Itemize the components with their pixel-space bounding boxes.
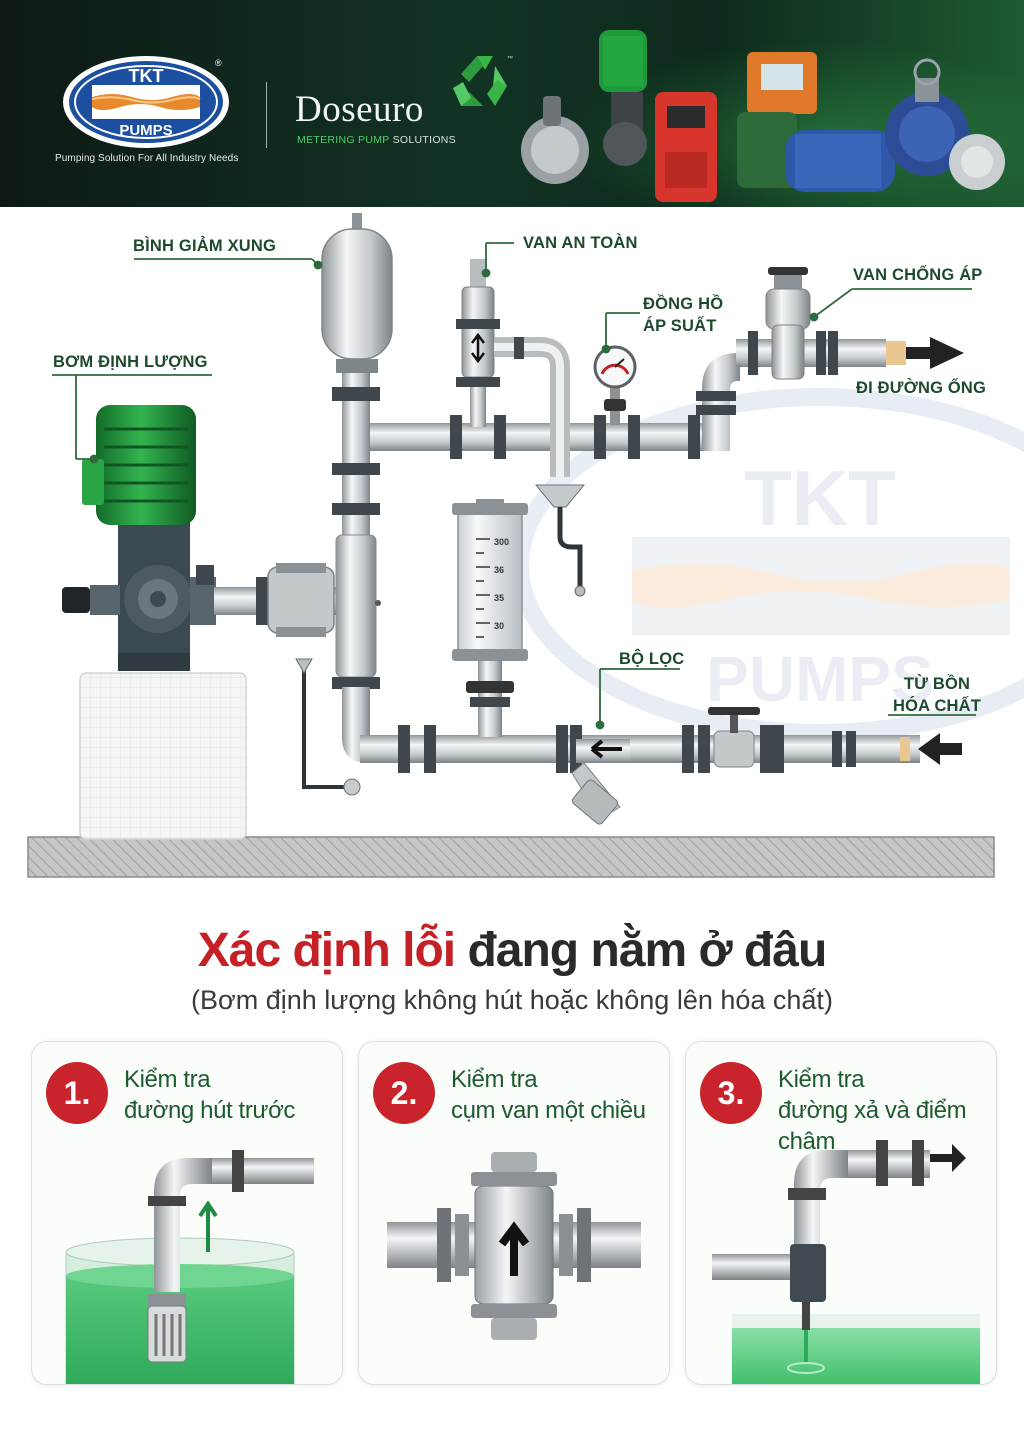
check-card-suction: 1. Kiểm tra đường hút trước [31,1041,343,1385]
card-title-1-line2: đường hút trước [124,1097,296,1124]
y-strainer [571,739,630,825]
outlet-arrow [906,337,964,369]
suction-arrow-icon [198,1200,218,1252]
pressure-gauge [593,345,637,425]
tkt-tagline: Pumping Solution For All Industry Needs [55,153,239,164]
inlet-arrow [918,733,962,765]
outflow-arrow-icon [930,1144,966,1172]
label-back-pressure-valve: VAN CHỐNG ÁP [853,266,983,284]
check-valve-illustration [387,1152,641,1340]
card-title-1-line1: Kiểm tra [124,1066,211,1093]
tkt-logo-line1: TKT [129,66,164,86]
label-from-tank: TỪ BỒN HÓA CHẤT [893,673,981,717]
section-subtitle: (Bơm định lượng không hút hoặc không lên… [191,985,833,1015]
card-title-2-line1: Kiểm tra [451,1066,538,1093]
section-title-rest: đang nằm ở đâu [455,924,827,977]
calibration-column: 300 36 35 30 [452,499,528,737]
step-badge-1: 1. [46,1062,108,1124]
card-title-3-line1: Kiểm tra [778,1066,865,1093]
label-filter: BỘ LỌC [619,650,685,668]
watermark-line2: PUMPS [706,643,934,715]
flow-up-arrow-icon [498,1221,530,1276]
step-badge-3: 3. [700,1062,762,1124]
label-safety-valve: VAN AN TOÀN [523,234,638,252]
diagram-drawing: TKT PUMPS [27,213,1024,878]
watermark-line1: TKT [744,454,896,542]
suction-line-illustration [65,1150,314,1384]
check-card-check-valve: 2. Kiểm tra cụm van một chiều [358,1041,670,1385]
discharge-point-illustration [712,1140,980,1384]
isolation-valve [708,707,760,768]
trademark-mark: ™ [507,55,513,62]
header-banner: TKT PUMPS ® Pumping Solution For All Ind… [0,0,1024,207]
tkt-watermark: TKT PUMPS [511,388,1024,742]
label-pressure-gauge: ĐỒNG HỒ ÁP SUẤT [643,293,723,337]
tkt-logo-line2: PUMPS [119,122,172,139]
doseuro-subtitle-highlight: METERING PUMP [297,134,390,146]
label-to-pipeline: ĐI ĐƯỜNG ỐNG [856,379,987,397]
label-from-tank-line1: TỪ BỒN [903,675,971,693]
label-pressure-gauge-line1: ĐỒNG HỒ [643,295,724,313]
section-heading: Xác định lỗi đang nằm ở đâu (Bơm định lư… [0,920,1024,1018]
step-badge-2: 2. [373,1062,435,1124]
pulsation-dampener [321,213,393,373]
label-dosing-pump: BƠM ĐỊNH LƯỢNG [53,353,208,371]
registered-mark: ® [215,58,222,68]
label-from-tank-line2: HÓA CHẤT [893,697,982,715]
back-pressure-valve [748,267,838,380]
dosing-pump [62,405,216,671]
calibration-tick-1: 36 [494,565,504,575]
pump-products-image [521,30,1005,202]
label-pressure-gauge-line2: ÁP SUẤT [643,317,717,335]
card-title-1: Kiểm tra đường hút trước [124,1064,295,1126]
card-title-2: Kiểm tra cụm van một chiều [451,1064,646,1126]
tkt-pumps-logo: TKT PUMPS ® [63,56,229,148]
doseuro-wordmark: Doseuro [295,89,424,130]
doseuro-recycle-icon: ™ [453,55,513,106]
pump-base [79,672,247,840]
safety-valve [456,259,586,597]
floor-slab [27,836,995,878]
doseuro-subtitle: METERING PUMP SOLUTIONS [297,134,456,146]
doseuro-subtitle-rest: SOLUTIONS [389,134,456,146]
card-title-2-line2: cụm van một chiều [451,1097,646,1124]
label-pulsation-dampener: BÌNH GIẢM XUNG [133,237,277,255]
calibration-tick-2: 35 [494,593,504,603]
callout-leaders [52,242,976,730]
dosing-system-diagram: TKT PUMPS [0,207,1024,897]
header-divider [266,82,267,148]
calibration-tick-0: 300 [494,537,509,547]
calibration-tick-3: 30 [494,621,504,631]
section-title: Xác định lỗi đang nằm ở đâu [0,920,1024,982]
section-title-highlight: Xác định lỗi [197,924,456,977]
